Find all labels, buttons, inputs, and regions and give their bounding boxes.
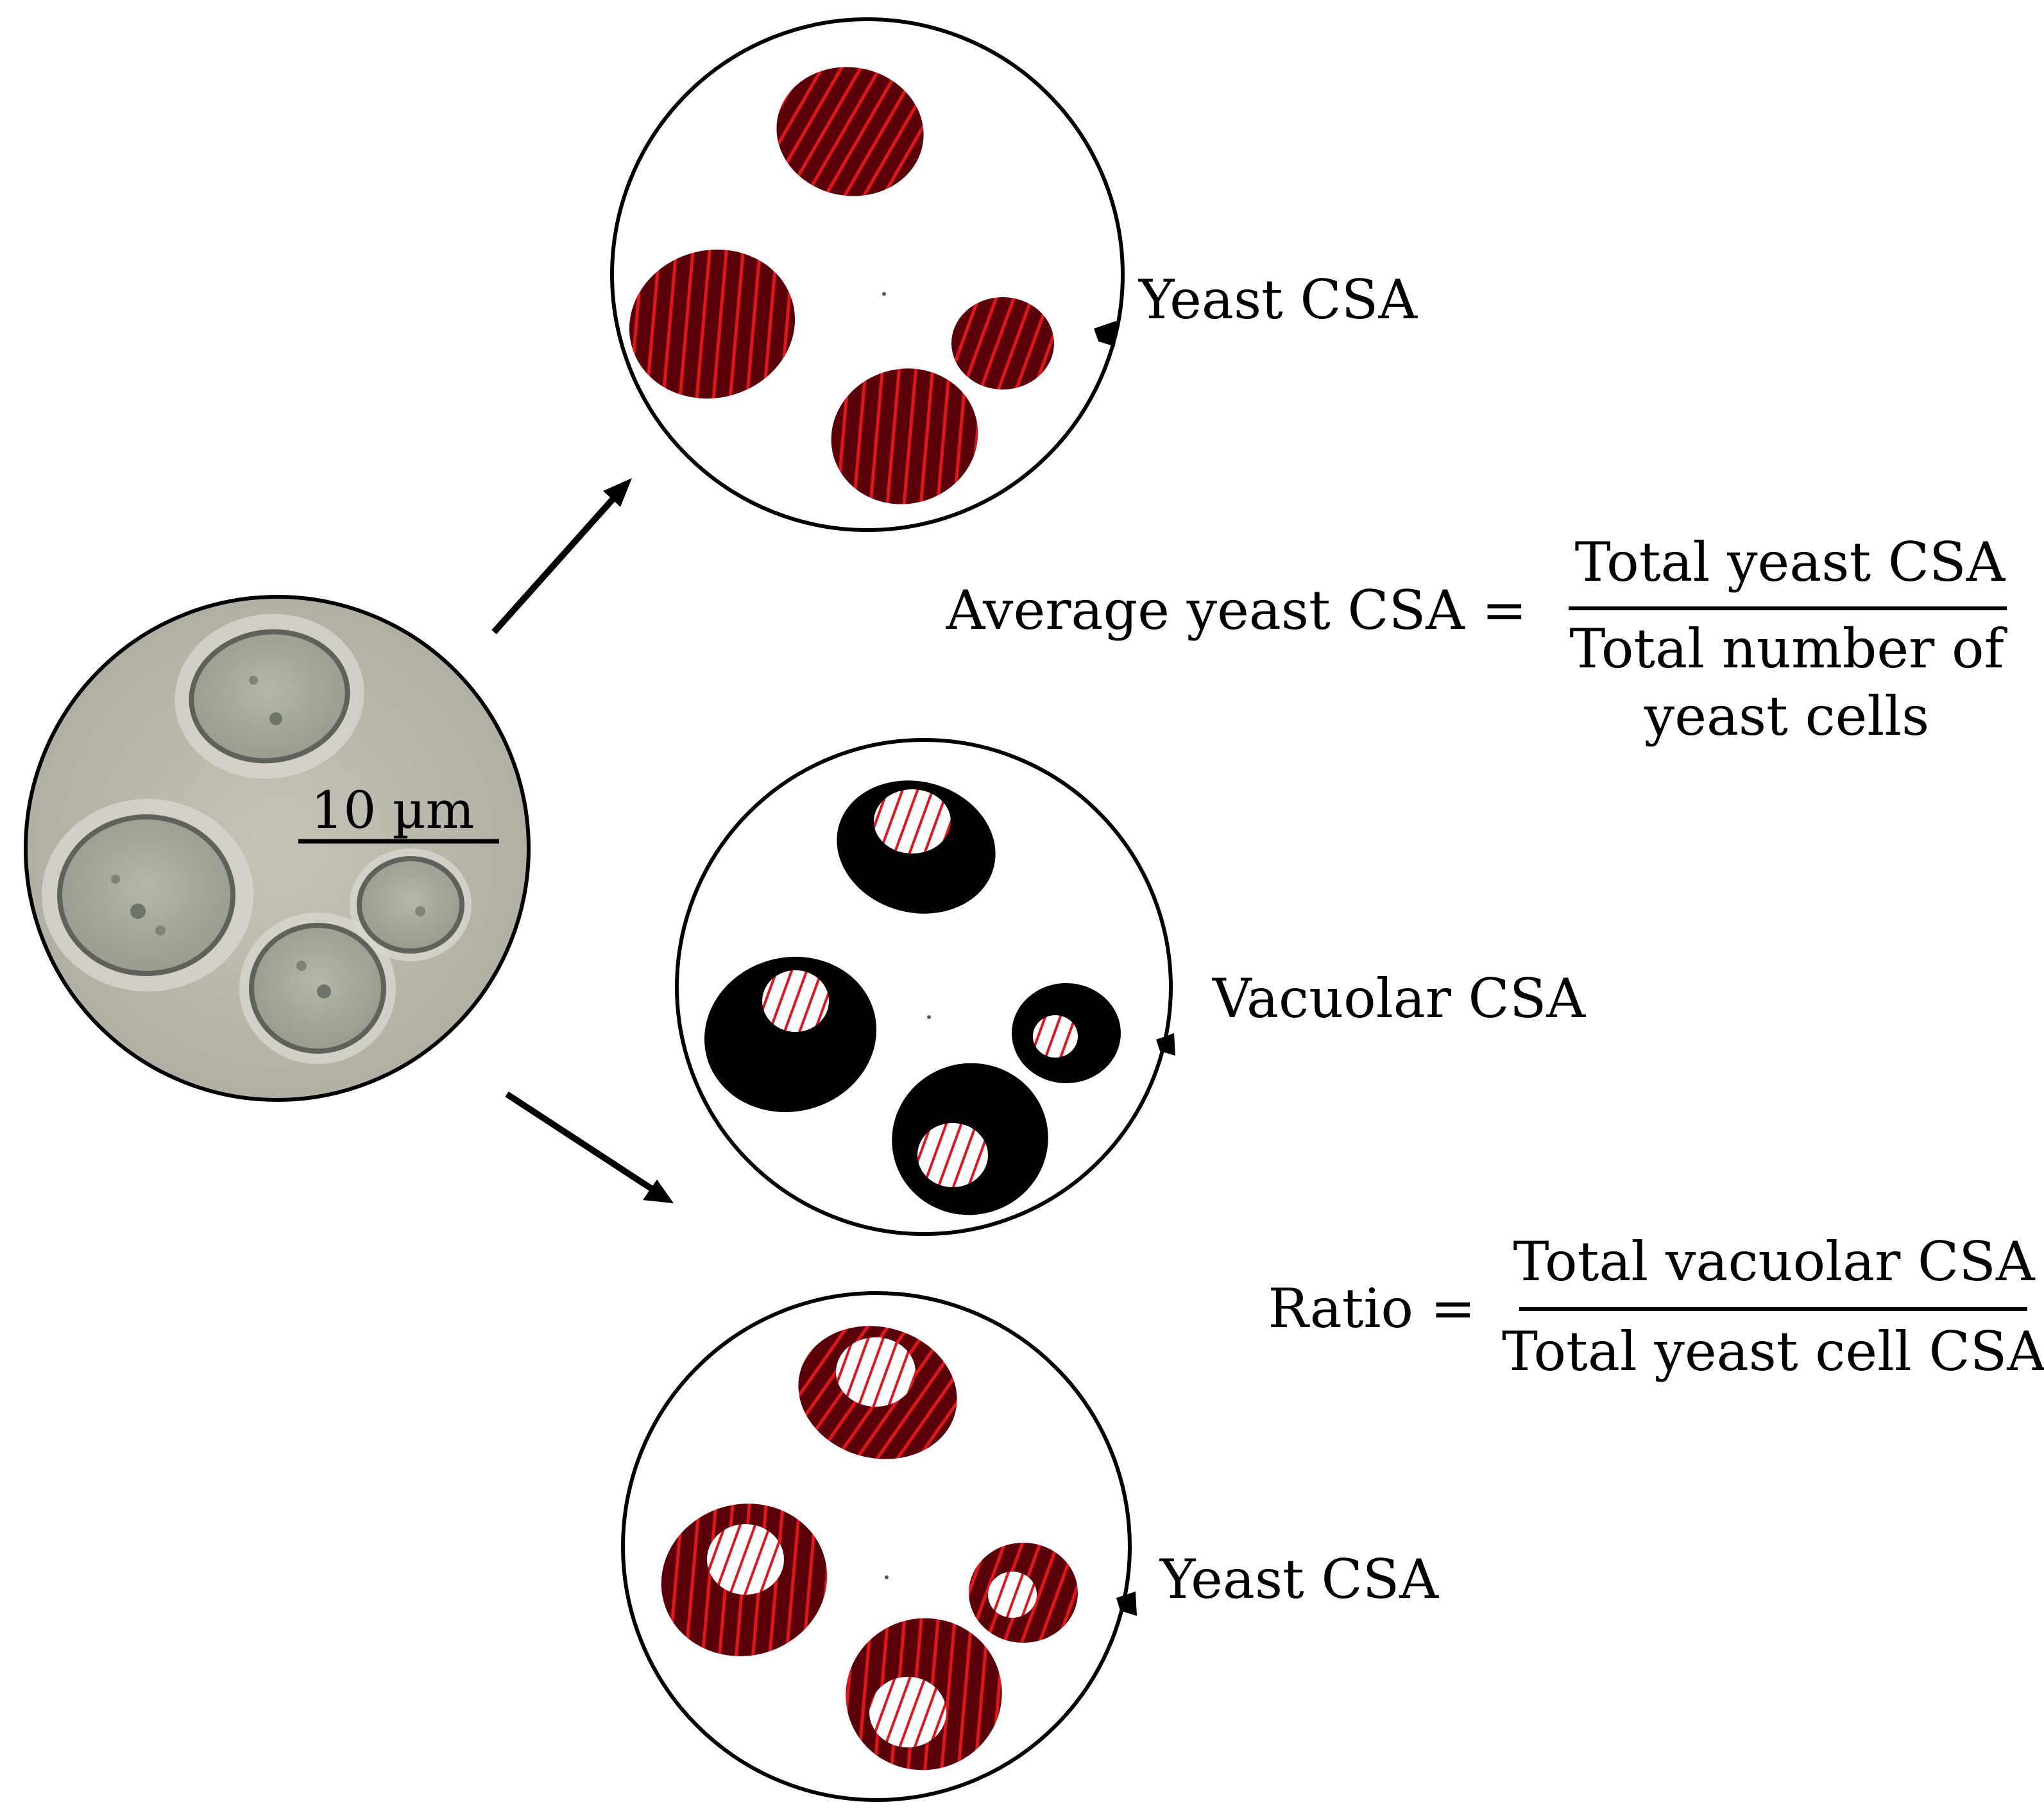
yeast-cell-area: [629, 249, 796, 399]
yeast-cell-area: [776, 67, 924, 196]
panel-top-circle: [610, 17, 1125, 532]
yeast-cell-area: [831, 368, 978, 504]
yeast-cell-area: [951, 297, 1054, 390]
equation-average-denominator-line2: yeast cells: [1644, 685, 1929, 748]
equation-average-denominator-line1: Total number of: [1569, 617, 2007, 680]
equation-ratio-denominator: Total yeast cell CSA: [1502, 1320, 2044, 1383]
equation-average-lhs: Average yeast CSA =: [946, 579, 1527, 642]
micrograph-cell: [249, 923, 386, 1054]
micrograph-outline: [24, 595, 531, 1102]
vacuole-area: [874, 789, 951, 853]
vacuole-area: [762, 970, 829, 1032]
micrograph-cell: [357, 856, 464, 954]
micrograph-cell: [189, 629, 350, 764]
equation-ratio-lhs: Ratio =: [1268, 1277, 1476, 1340]
equation-ratio-numerator: Total vacuolar CSA: [1513, 1230, 2035, 1293]
equation-ratio: Ratio = Total vacuolar CSA Total yeast c…: [1268, 1230, 2044, 1383]
panel-top-label: Yeast CSA: [1138, 268, 1418, 331]
panel-top-yeast-csa: Yeast CSA: [610, 17, 1418, 532]
micrograph-panel: 10 µm: [24, 595, 531, 1102]
vacuole-area: [917, 1123, 988, 1187]
scale-bar-label: 10 µm: [311, 780, 474, 840]
equation-average-numerator: Total yeast CSA: [1575, 531, 2006, 594]
arrow-to-bottom-panel: [505, 1091, 674, 1203]
panel-bottom-label: Yeast CSA: [1159, 1548, 1439, 1611]
panel-middle-vacuolar-csa: Vacuolar CSA: [675, 738, 1586, 1236]
micrograph-cell: [57, 814, 235, 976]
panel-bottom-yeast-csa: Yeast CSA: [621, 1291, 1439, 1802]
equation-average-yeast-csa: Average yeast CSA = Total yeast CSA Tota…: [946, 531, 2008, 748]
arrow-to-top-panel: [491, 478, 632, 635]
vacuole-area: [1033, 1015, 1078, 1058]
panel-middle-label: Vacuolar CSA: [1212, 967, 1586, 1030]
panel-bottom-circle: [621, 1291, 1132, 1802]
